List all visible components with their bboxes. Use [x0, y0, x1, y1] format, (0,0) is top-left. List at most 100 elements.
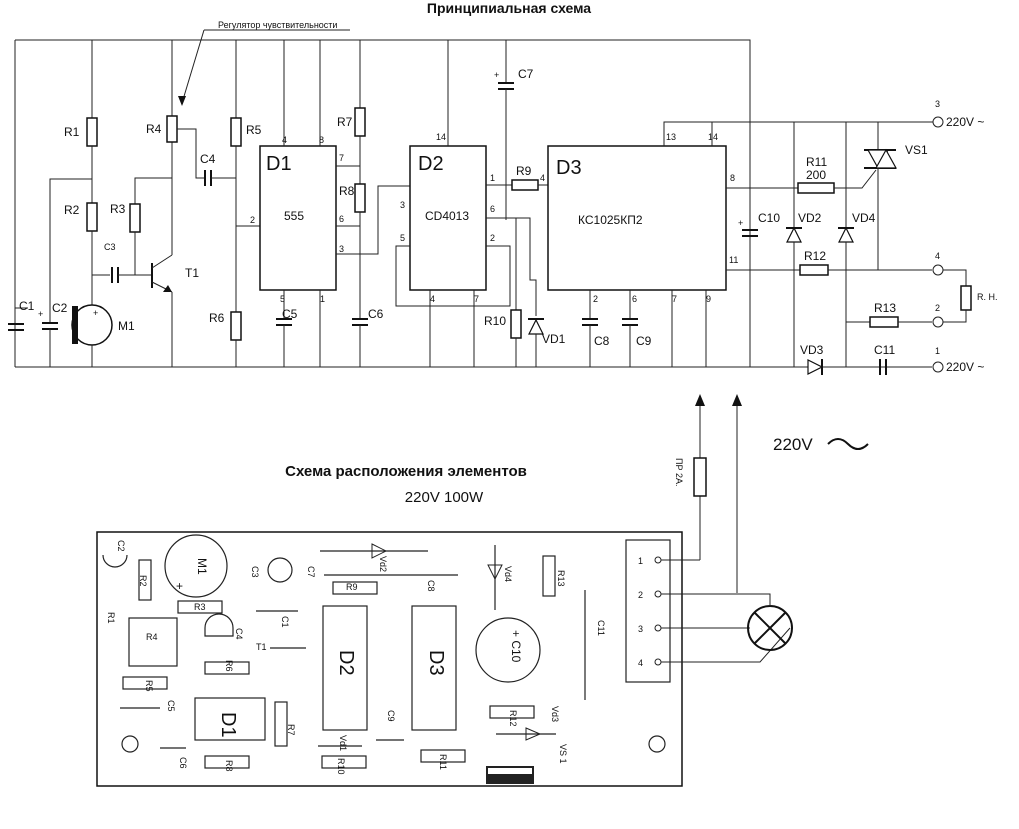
- r10-resistor: [510, 309, 522, 339]
- connector-pin-3: 3: [638, 624, 643, 634]
- pcb-d2-label: D2: [335, 650, 357, 676]
- r13-label: R13: [874, 301, 896, 315]
- d3-pin-2: 2: [593, 294, 598, 304]
- r1-label: R1: [64, 125, 80, 139]
- pcb-d1: [194, 697, 266, 741]
- connector-pin-4: 4: [638, 658, 643, 668]
- pcb-c6-label: C6: [178, 757, 188, 769]
- r11-value: 200: [806, 168, 826, 182]
- c1-label: C1: [19, 299, 35, 313]
- r2-label: R2: [64, 203, 80, 217]
- vd4-diode: [838, 226, 854, 243]
- svg-text:+: +: [176, 579, 183, 593]
- r3-resistor: [129, 203, 141, 233]
- vd2-label: VD2: [798, 211, 822, 225]
- pcb-c5-label: C5: [166, 700, 176, 712]
- top-rail-wire: [15, 39, 751, 367]
- pcb-vd2-label: Vd2: [378, 556, 388, 572]
- pcb-c7-label: C7: [306, 566, 316, 578]
- c2-label: C2: [52, 301, 68, 315]
- svg-text:4: 4: [540, 173, 545, 183]
- svg-text:+: +: [93, 308, 98, 318]
- pcb-vd1-label: Vd1: [338, 735, 348, 751]
- terminal-4: [932, 264, 944, 276]
- pcb-c10-label: + C10: [509, 630, 523, 663]
- d2-pin-4: 4: [430, 294, 435, 304]
- r9-label: R9: [516, 164, 532, 178]
- r12-resistor: [799, 264, 829, 276]
- pcb-r12-label: R12: [508, 710, 518, 727]
- mains-label: 220V: [773, 435, 813, 454]
- vd2-diode: [786, 226, 802, 243]
- load-resistor: [960, 285, 972, 311]
- d2-pin-7: 7: [474, 294, 479, 304]
- c10-label: C10: [758, 211, 780, 225]
- c9-label: C9: [636, 334, 652, 348]
- terminal-3-num: 3: [935, 99, 940, 109]
- pcb-r5-label: R5: [144, 680, 154, 692]
- pcb-r6-label: R6: [224, 660, 234, 672]
- pcb-c9-label: C9: [386, 710, 396, 722]
- pcb-connector: [625, 539, 671, 683]
- vs1-triac: [864, 148, 898, 170]
- d1-pin-8: 8: [319, 135, 324, 145]
- d1-pin-1: 1: [320, 294, 325, 304]
- c6-label: C6: [368, 307, 384, 321]
- pcb-r3-label: R3: [194, 602, 206, 612]
- pcb-r4: [128, 617, 178, 667]
- layout-title: Схема расположения элементов: [285, 463, 527, 480]
- pcb-c3-label: C3: [250, 566, 260, 578]
- c4-label: C4: [200, 152, 216, 166]
- pcb-t1-label: T1: [256, 642, 267, 652]
- vd1-label: VD1: [542, 332, 566, 346]
- pcb-m1-label: M1: [195, 558, 209, 575]
- r2-resistor: [86, 202, 98, 232]
- layout-subtitle: 220V 100W: [405, 489, 484, 506]
- terminal-1-label: 220V ~: [946, 360, 984, 374]
- d3-pin-6: 6: [632, 294, 637, 304]
- pcb-c10: [475, 617, 541, 683]
- connector-pin-1: 1: [638, 556, 643, 566]
- svg-text:+: +: [494, 70, 499, 80]
- d2-pin-3: 3: [400, 200, 405, 210]
- c11-label: C11: [874, 343, 895, 357]
- c3-label: C3: [104, 242, 116, 252]
- pcb-d3-label: D3: [425, 650, 447, 676]
- r5-resistor: [230, 117, 242, 147]
- vd3-diode: [807, 359, 824, 375]
- pcb-r11-label: R11: [438, 754, 448, 770]
- pcb-r1-label: R1: [106, 612, 116, 624]
- vd3-label: VD3: [800, 343, 824, 357]
- terminal-2: [932, 316, 944, 328]
- r9-resistor: [511, 179, 539, 191]
- terminal-2-num: 2: [935, 303, 940, 313]
- pcb-vs1-label: VS 1: [558, 744, 568, 764]
- r3-label: R3: [110, 202, 126, 216]
- d2-pin-6: 6: [490, 204, 495, 214]
- d1-pin-4: 4: [282, 135, 287, 145]
- d1-ic-555: [259, 145, 337, 291]
- r8-label: R8: [339, 184, 355, 198]
- d1-pin-6: 6: [339, 214, 344, 224]
- connector-pin-2: 2: [638, 590, 643, 600]
- d1-type: 555: [284, 209, 304, 223]
- r7-label: R7: [337, 115, 353, 129]
- pcb-c2-label: C2: [116, 540, 126, 552]
- d3-pin-13: 13: [666, 132, 676, 142]
- pcb-r9-label: R9: [346, 582, 358, 592]
- d1-pin-7: 7: [339, 153, 344, 163]
- d2-type: CD4013: [425, 209, 469, 223]
- fuse: [693, 457, 707, 497]
- d3-pin-14: 14: [708, 132, 718, 142]
- r10-label: R10: [484, 314, 506, 328]
- pcb-r10-label: R10: [336, 758, 346, 775]
- load-label: R. H.: [977, 292, 998, 302]
- terminal-3: [932, 116, 944, 128]
- d3-pin-9: 9: [706, 294, 711, 304]
- d2-pin-14: 14: [436, 132, 446, 142]
- sensitivity-regulator-label: Регулятор чувствительности: [218, 20, 337, 30]
- vs1-label: VS1: [905, 143, 928, 157]
- m1-label: M1: [118, 319, 135, 333]
- fuse-label: ПР 2А.: [674, 458, 684, 486]
- c5-label: C5: [282, 307, 298, 321]
